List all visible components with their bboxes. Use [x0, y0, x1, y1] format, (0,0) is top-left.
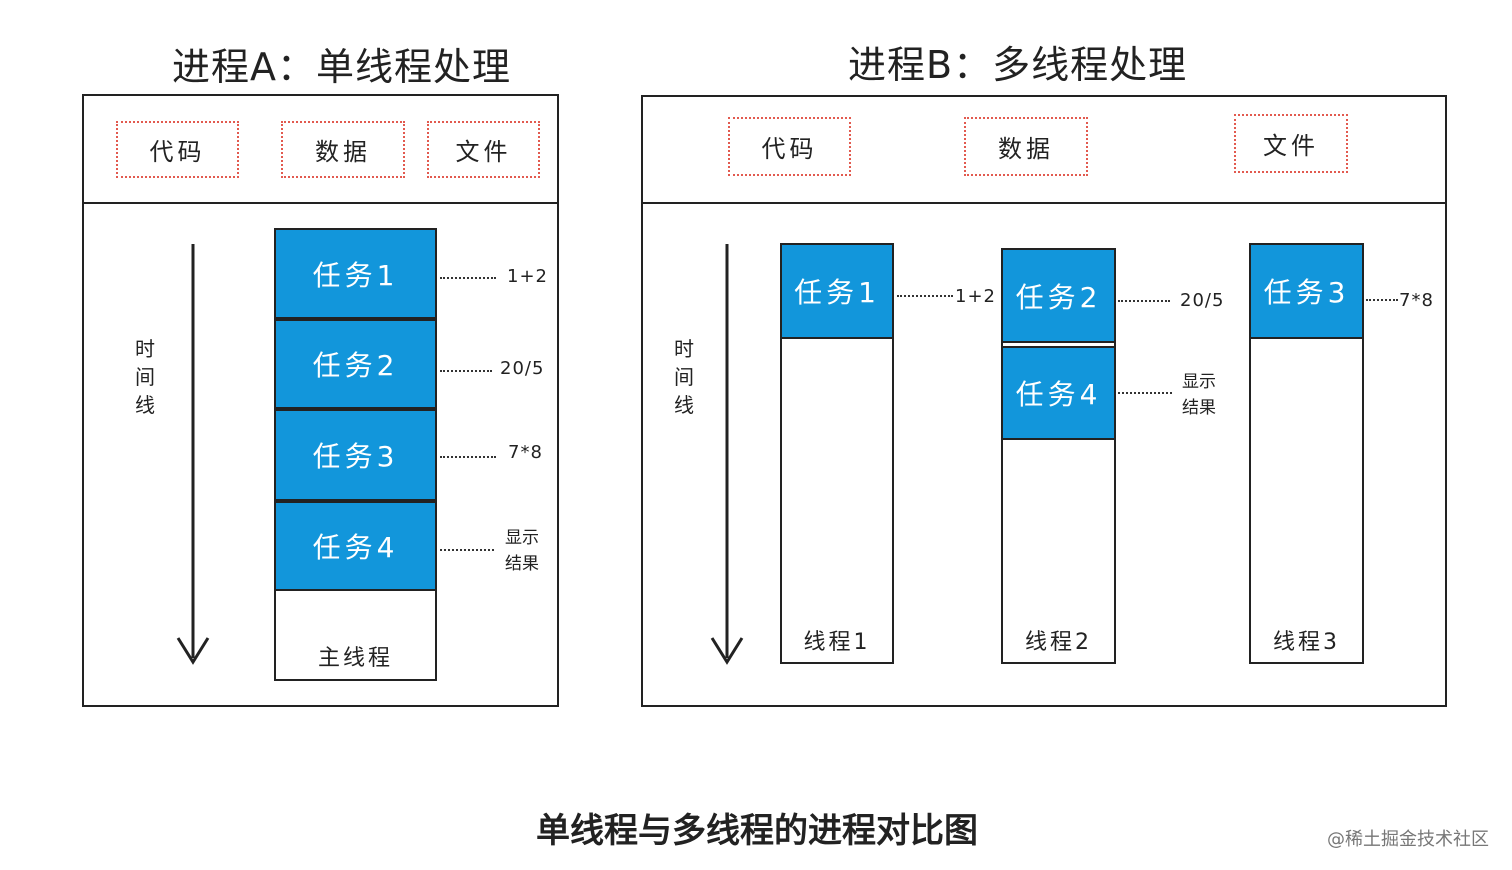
connector-line: [440, 277, 496, 279]
task-note: 1+2: [507, 266, 548, 287]
watermark: @稀土掘金技术社区: [1327, 829, 1489, 850]
connector-line: [440, 549, 494, 551]
process-b-chip-data: 数据: [964, 117, 1088, 176]
process-a-chip-file: 文件: [427, 121, 540, 178]
thread-3-label: 线程3: [1273, 630, 1340, 655]
thread-2-label: 线程2: [1025, 630, 1092, 655]
process-a-timeline-arrow-icon: [176, 244, 210, 665]
task-note: 20/5: [1180, 290, 1225, 311]
task-block: 任务3: [274, 409, 437, 501]
task-note: 1+2: [955, 286, 996, 307]
process-b-timeline-label: 时 间 线: [674, 337, 694, 417]
thread-1-label: 线程1: [803, 630, 871, 655]
connector-line: [440, 370, 492, 372]
task-block: 任务2: [274, 319, 437, 409]
task-block: 任务3: [1249, 243, 1364, 339]
task-block: 任务4: [1001, 346, 1116, 440]
process-a-chip-code: 代码: [116, 121, 239, 178]
connector-line: [1118, 392, 1172, 394]
connector-line: [440, 456, 496, 458]
process-b-chip-file: 文件: [1234, 114, 1348, 173]
connector-line: [1366, 299, 1398, 301]
process-a-timeline-label: 时 间 线: [135, 337, 155, 417]
process-a-title: 进程A：单线程处理: [172, 45, 511, 89]
process-b-title: 进程B：多线程处理: [848, 43, 1188, 87]
process-b-divider: [643, 202, 1445, 204]
task-note: 7*8: [1399, 290, 1434, 311]
task-note: 显示 结果: [1182, 372, 1216, 418]
task-block: 任务1: [780, 243, 894, 339]
connector-line: [897, 295, 953, 297]
main-thread-label: 主线程: [317, 646, 393, 671]
figure-caption: 单线程与多线程的进程对比图: [536, 811, 978, 851]
process-a-divider: [84, 202, 557, 204]
connector-line: [1118, 300, 1170, 302]
task-block: 任务2: [1001, 248, 1116, 343]
task-note: 7*8: [508, 442, 543, 463]
task-note: 显示 结果: [505, 528, 539, 574]
task-note: 20/5: [500, 358, 545, 379]
process-a-chip-data: 数据: [281, 121, 405, 178]
process-b-chip-code: 代码: [728, 117, 851, 176]
task-block: 任务4: [274, 501, 437, 591]
task-block: 任务1: [274, 228, 437, 319]
process-b-timeline-arrow-icon: [710, 244, 744, 665]
